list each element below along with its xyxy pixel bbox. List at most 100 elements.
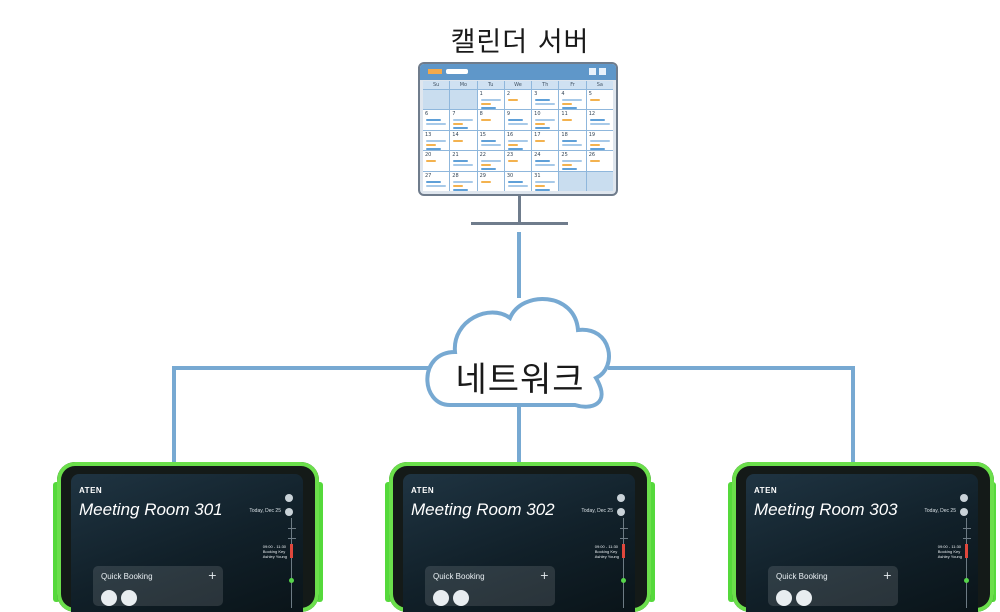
day-number: 1: [479, 91, 483, 97]
room-panel-303: ATEN Meeting Room 303 Today, Dec 25 09:0…: [728, 462, 996, 612]
panel-led-bar-right: [316, 482, 323, 602]
calendar-event-line: [535, 164, 556, 167]
schedule-timeline: [291, 518, 292, 608]
network-label: 네트워크: [455, 360, 585, 400]
calendar-app-title-bar: [446, 69, 468, 74]
calendar-event-line: [507, 184, 528, 187]
calendar-settings-icon: [589, 68, 596, 75]
weekday-header: Th: [532, 81, 559, 89]
calendar-event-line: [562, 107, 578, 109]
day-number: 16: [506, 131, 514, 138]
weekday-header: Sa: [586, 81, 613, 89]
duration-button[interactable]: [796, 590, 812, 606]
day-number: 24: [534, 152, 541, 159]
room-name: Meeting Room 302: [411, 500, 555, 519]
booking-indicator: [965, 544, 968, 558]
calendar-day-cell: 24: [532, 151, 559, 171]
quick-booking-panel[interactable]: Quick Booking +: [425, 566, 555, 606]
calendar-event-line: [507, 147, 523, 150]
calendar-event-line: [589, 119, 605, 122]
current-time-marker: [621, 578, 626, 583]
network-links: [172, 232, 855, 470]
calendar-event-line: [562, 168, 578, 171]
calendar-event-line: [453, 164, 474, 167]
calendar-day-cell: 25: [559, 151, 586, 171]
calendar-event-line: [480, 143, 501, 146]
panel-led-bar-left: [728, 482, 735, 602]
day-number: 17: [534, 131, 541, 138]
monitor-stand-post: [518, 196, 521, 224]
add-booking-icon[interactable]: +: [539, 569, 549, 582]
calendar-day-cell: 23: [504, 151, 532, 171]
calendar-event-line: [480, 168, 496, 171]
day-number: 9: [506, 111, 511, 118]
calendar-day-cell: [586, 171, 613, 191]
current-time-marker: [289, 578, 294, 583]
calendar-event-line: [589, 99, 600, 101]
calendar-day-cell: 17: [532, 130, 559, 151]
calendar-event-line: [453, 184, 464, 187]
day-number: 21: [452, 152, 459, 159]
settings-icon[interactable]: [617, 508, 625, 516]
quick-booking-panel[interactable]: Quick Booking +: [768, 566, 898, 606]
calendar-day-cell: 29: [477, 171, 504, 191]
calendar-event-line: [426, 180, 441, 183]
calendar-event-line: [535, 184, 546, 187]
add-booking-icon[interactable]: +: [882, 569, 892, 582]
calendar-day-cell: 13: [423, 130, 450, 151]
calendar-event-line: [535, 127, 551, 130]
add-booking-icon[interactable]: +: [207, 569, 217, 582]
calendar-icon[interactable]: [960, 494, 968, 502]
quick-booking-label: Quick Booking: [776, 572, 828, 581]
day-number: 15: [479, 131, 486, 138]
booking-details: 09:00 - 11:30 Booking Key Ashley Young: [262, 544, 287, 559]
calendar-day-cell: 18: [559, 130, 586, 151]
day-number: 28: [452, 172, 459, 179]
brand-logo: ATEN: [411, 486, 435, 495]
calendar-event-line: [535, 119, 556, 122]
current-time-marker: [964, 578, 969, 583]
schedule-timeline: [966, 518, 967, 608]
day-number: 3: [534, 91, 538, 97]
calendar-event-line: [589, 123, 610, 126]
quick-booking-panel[interactable]: Quick Booking +: [93, 566, 223, 606]
calendar-app-logo: [428, 69, 442, 74]
duration-button[interactable]: [101, 590, 117, 606]
calendar-event-line: [535, 103, 556, 105]
calendar-event-line: [507, 119, 523, 122]
duration-button[interactable]: [121, 590, 137, 606]
calendar-day-cell: 5: [586, 90, 613, 110]
booking-indicator: [290, 544, 293, 558]
weekday-header: Su: [423, 81, 450, 89]
day-number: 25: [561, 152, 568, 159]
duration-button[interactable]: [776, 590, 792, 606]
timeline-tick: [620, 528, 628, 529]
calendar-day-cell: 12: [586, 110, 613, 130]
calendar-icon[interactable]: [285, 494, 293, 502]
calendar-event-line: [426, 160, 436, 163]
calendar-event-line: [562, 160, 583, 163]
calendar-app-toolbar: [420, 64, 616, 80]
panel-screen: ATEN Meeting Room 302 Today, Dec 25 09:0…: [403, 474, 635, 612]
calendar-icon[interactable]: [617, 494, 625, 502]
link-cloud-room-301: [172, 366, 432, 470]
day-number: 4: [561, 91, 565, 97]
calendar-event-line: [507, 180, 523, 183]
day-number: 29: [479, 172, 486, 179]
calendar-event-line: [453, 188, 469, 191]
room-panel-302: ATEN Meeting Room 302 Today, Dec 25 09:0…: [385, 462, 655, 612]
settings-icon[interactable]: [285, 508, 293, 516]
duration-button[interactable]: [433, 590, 449, 606]
day-number: 19: [588, 131, 596, 138]
calendar-event-line: [507, 139, 528, 142]
day-number: 8: [479, 111, 483, 118]
calendar-event-line: [426, 147, 441, 150]
calendar-day-cell: 20: [423, 151, 450, 171]
network-cloud-shape: [425, 297, 611, 409]
duration-button[interactable]: [453, 590, 469, 606]
calendar-event-line: [426, 184, 446, 187]
settings-icon[interactable]: [960, 508, 968, 516]
day-number: 22: [479, 152, 486, 159]
timeline-tick: [963, 528, 971, 529]
